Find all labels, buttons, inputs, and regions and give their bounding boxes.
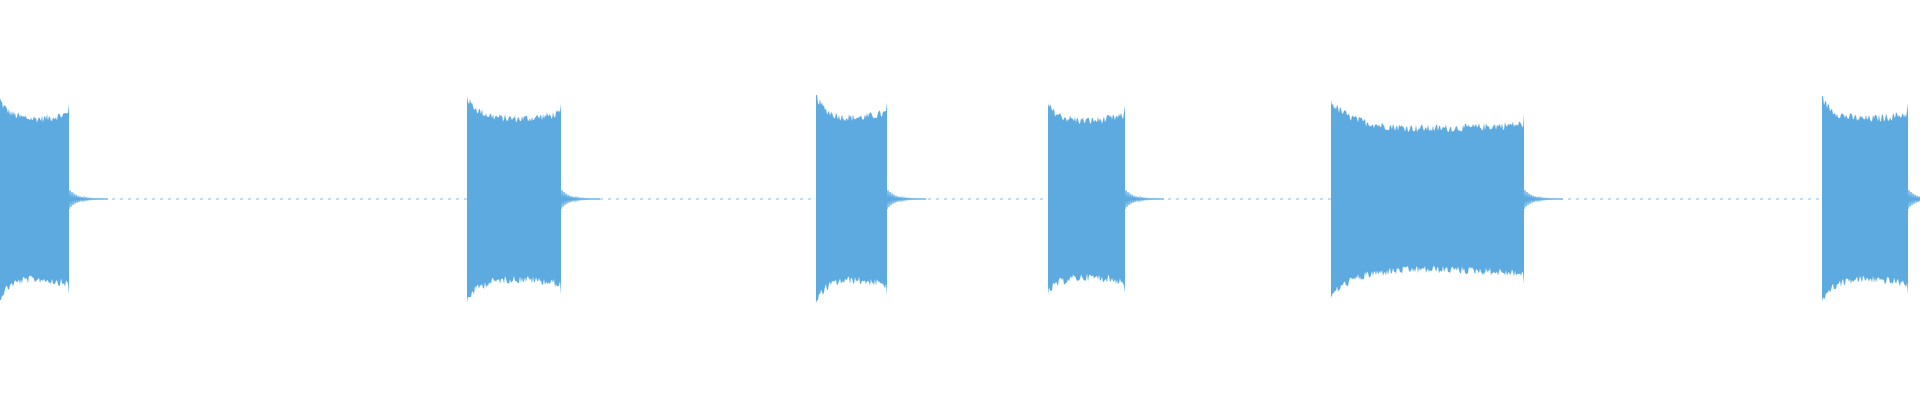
waveform-burst-tail-5 (1523, 190, 1564, 210)
waveform-burst-5 (1331, 100, 1524, 298)
waveform-burst-tail-2 (560, 190, 601, 210)
waveform-burst-tail-1 (68, 190, 109, 210)
waveform-burst-4 (1048, 103, 1125, 295)
waveform-burst-3 (816, 95, 887, 303)
waveform-burst-tail-4 (1124, 190, 1165, 210)
waveform-burst-tail-3 (886, 190, 927, 210)
waveform-burst-tail-6 (1907, 190, 1920, 210)
